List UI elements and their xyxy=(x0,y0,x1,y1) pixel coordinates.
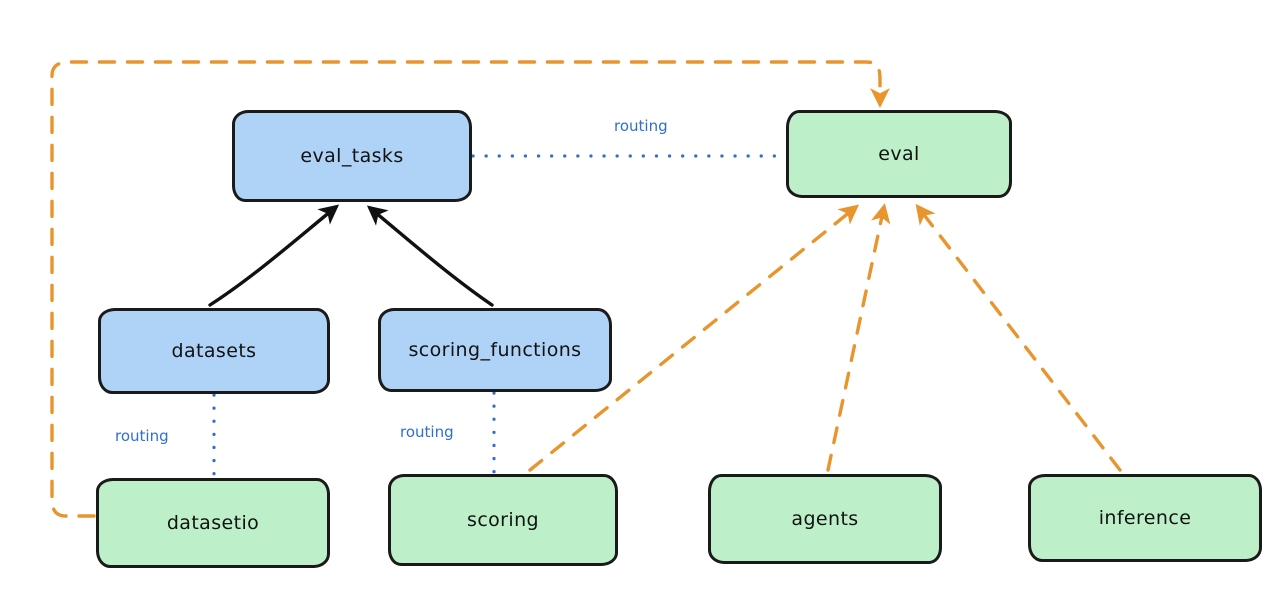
edge-label-routing-scoring-functions-scoring: routing xyxy=(400,423,454,441)
node-datasets-label: datasets xyxy=(171,340,257,362)
edge-label-routing-eval-tasks-eval: routing xyxy=(614,117,668,135)
node-scoring-functions[interactable]: scoring_functions xyxy=(378,308,612,392)
node-agents-label: agents xyxy=(791,508,859,530)
edge-datasets-to-eval-tasks xyxy=(208,204,340,307)
node-eval-tasks[interactable]: eval_tasks xyxy=(232,110,472,202)
edge-datasetio-to-eval-dependency xyxy=(50,60,890,518)
node-inference[interactable]: inference xyxy=(1028,474,1262,562)
node-scoring-functions-label: scoring_functions xyxy=(408,339,582,361)
node-eval-tasks-label: eval_tasks xyxy=(300,145,404,167)
node-inference-label: inference xyxy=(1098,507,1192,529)
node-scoring-label: scoring xyxy=(467,509,539,531)
node-eval-label: eval xyxy=(878,143,920,165)
edge-scoring-functions-to-eval-tasks xyxy=(366,205,494,307)
node-scoring[interactable]: scoring xyxy=(388,474,618,566)
node-datasetio-label: datasetio xyxy=(166,512,260,534)
edge-label-routing-datasets-datasetio: routing xyxy=(115,427,169,445)
node-agents[interactable]: agents xyxy=(708,474,942,564)
edge-scoring-to-eval-dependency xyxy=(528,204,860,472)
node-datasetio[interactable]: datasetio xyxy=(96,478,330,568)
edge-inference-to-eval-dependency xyxy=(915,203,1122,472)
edge-agents-to-eval-dependency xyxy=(826,203,891,472)
node-datasets[interactable]: datasets xyxy=(98,308,330,394)
node-eval[interactable]: eval xyxy=(786,110,1012,198)
